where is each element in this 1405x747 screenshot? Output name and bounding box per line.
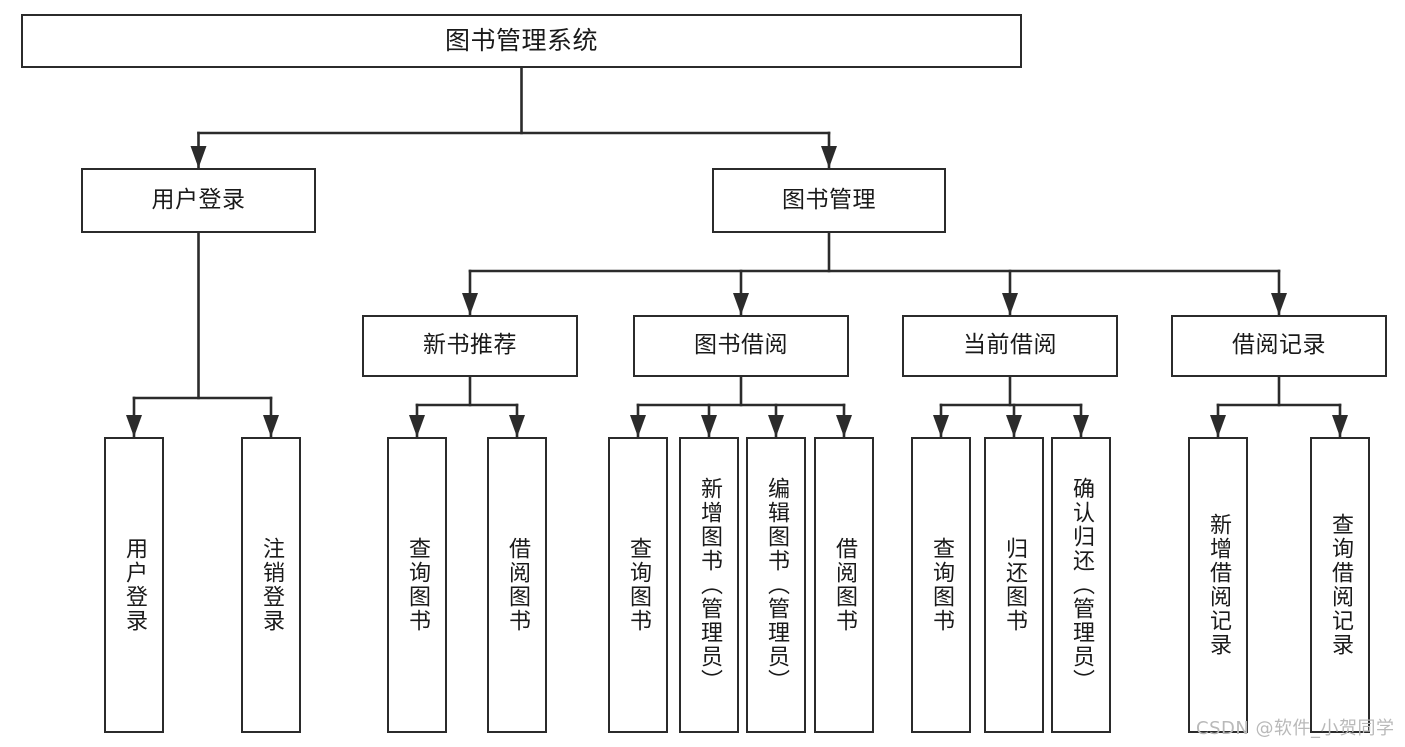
node-leaf-query-book-1[interactable]: 查询图书 xyxy=(387,437,447,733)
arrowhead-icon xyxy=(1332,415,1348,437)
node-label: 查询图书 xyxy=(929,537,954,633)
node-leaf-query-record[interactable]: 查询借阅记录 xyxy=(1310,437,1370,733)
node-label: 图书管理系统 xyxy=(444,26,598,55)
node-leaf-add-book[interactable]: 新增图书（管理员） xyxy=(679,437,739,733)
node-borrow-record[interactable]: 借阅记录 xyxy=(1171,315,1387,377)
node-label: 查询借阅记录 xyxy=(1328,513,1353,657)
node-root[interactable]: 图书管理系统 xyxy=(21,14,1022,68)
arrowhead-icon xyxy=(190,146,207,168)
arrowhead-icon xyxy=(1006,415,1022,437)
node-leaf-query-book-2[interactable]: 查询图书 xyxy=(608,437,668,733)
node-label: 确认归还（管理员） xyxy=(1069,477,1094,693)
node-leaf-query-book-3[interactable]: 查询图书 xyxy=(911,437,971,733)
node-label: 用户登录 xyxy=(122,537,147,633)
node-label: 新书推荐 xyxy=(423,332,517,359)
arrowhead-icon xyxy=(933,415,949,437)
arrowhead-icon xyxy=(630,415,646,437)
node-user-login[interactable]: 用户登录 xyxy=(81,168,316,233)
node-leaf-edit-book[interactable]: 编辑图书（管理员） xyxy=(746,437,806,733)
watermark: CSDN @软件_小贺同学 xyxy=(1196,718,1395,739)
arrowhead-icon xyxy=(701,415,717,437)
node-current-borrow[interactable]: 当前借阅 xyxy=(902,315,1118,377)
node-leaf-confirm-return[interactable]: 确认归还（管理员） xyxy=(1051,437,1111,733)
node-label: 当前借阅 xyxy=(963,332,1057,359)
node-leaf-borrow-book-2[interactable]: 借阅图书 xyxy=(814,437,874,733)
node-label: 新增借阅记录 xyxy=(1206,513,1231,657)
arrowhead-icon xyxy=(836,415,852,437)
arrowhead-icon xyxy=(409,415,425,437)
arrowhead-icon xyxy=(821,146,837,168)
node-label: 查询图书 xyxy=(626,537,651,633)
node-label: 用户登录 xyxy=(151,186,246,213)
arrowhead-icon xyxy=(1210,415,1226,437)
node-label: 编辑图书（管理员） xyxy=(764,477,789,693)
node-label: 图书借阅 xyxy=(694,332,788,359)
arrowhead-icon xyxy=(1002,293,1018,315)
arrowhead-icon xyxy=(263,415,279,437)
arrowhead-icon xyxy=(126,415,142,437)
node-book-manage[interactable]: 图书管理 xyxy=(712,168,946,233)
node-leaf-add-record[interactable]: 新增借阅记录 xyxy=(1188,437,1248,733)
node-label: 借阅图书 xyxy=(505,537,530,633)
arrowhead-icon xyxy=(733,293,749,315)
arrowhead-icon xyxy=(1073,415,1089,437)
node-label: 借阅图书 xyxy=(832,537,857,633)
node-label: 图书管理 xyxy=(782,186,876,213)
node-label: 借阅记录 xyxy=(1232,332,1326,359)
node-leaf-user-logout[interactable]: 注销登录 xyxy=(241,437,301,733)
arrowhead-icon xyxy=(1271,293,1287,315)
node-label: 注销登录 xyxy=(259,537,284,633)
arrowhead-icon xyxy=(462,293,478,315)
node-new-book-rec[interactable]: 新书推荐 xyxy=(362,315,578,377)
node-book-borrow[interactable]: 图书借阅 xyxy=(633,315,849,377)
node-leaf-return-book[interactable]: 归还图书 xyxy=(984,437,1044,733)
node-leaf-user-login[interactable]: 用户登录 xyxy=(104,437,164,733)
node-label: 归还图书 xyxy=(1002,537,1027,633)
node-leaf-borrow-book-1[interactable]: 借阅图书 xyxy=(487,437,547,733)
node-label: 新增图书（管理员） xyxy=(697,477,722,693)
arrowhead-icon xyxy=(509,415,525,437)
arrowhead-icon xyxy=(768,415,784,437)
node-label: 查询图书 xyxy=(405,537,430,633)
